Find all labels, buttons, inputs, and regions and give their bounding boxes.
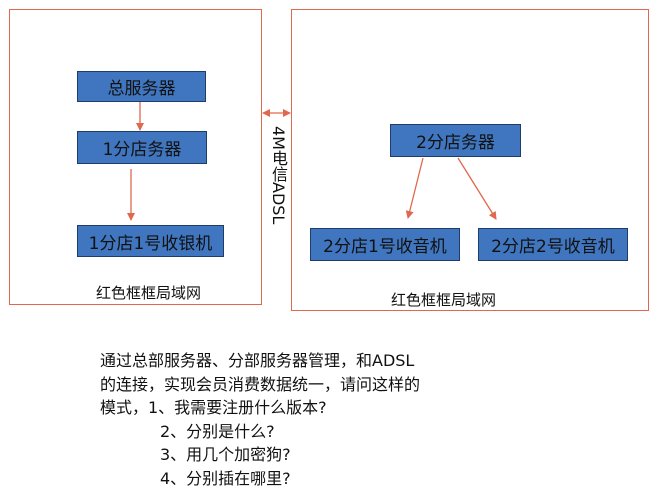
question-text: 通过总部服务器、分部服务器管理，和ADSL 的连接，实现会员消费数据统一，请问这… xyxy=(100,349,520,490)
question-line-1: 通过总部服务器、分部服务器管理，和ADSL xyxy=(100,349,520,373)
question-item-3: 3、用几个加密狗? xyxy=(100,443,520,467)
node-main-server: 总服务器 xyxy=(77,71,206,102)
node-branch2-server: 2分店务器 xyxy=(390,124,521,157)
link-bandwidth: 4M xyxy=(263,126,289,150)
lan-label-left: 红色框框局域网 xyxy=(96,282,201,303)
node-branch2-cashier1: 2分店1号收音机 xyxy=(310,228,460,261)
link-label: 4M 电信ADSL xyxy=(263,126,289,224)
question-line-2: 的连接，实现会员消费数据统一，请问这样的 xyxy=(100,373,520,397)
lan-label-right: 红色框框局域网 xyxy=(391,289,496,310)
question-item-4: 4、分别插在哪里? xyxy=(100,467,520,490)
question-item-2: 2、分别是什么? xyxy=(100,420,520,444)
question-line-3: 模式，1、我需要注册什么版本? xyxy=(100,396,520,420)
node-branch1-server: 1分店务器 xyxy=(77,131,207,164)
link-carrier: 电信ADSL xyxy=(263,150,289,224)
node-branch1-cashier: 1分店1号收银机 xyxy=(77,225,224,257)
lan-frame-right xyxy=(291,9,649,311)
node-branch2-cashier2: 2分店2号收音机 xyxy=(478,228,628,261)
